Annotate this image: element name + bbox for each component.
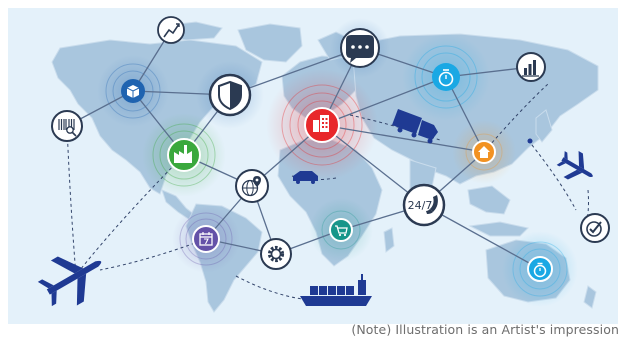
japan bbox=[535, 109, 553, 143]
new-zealand bbox=[583, 285, 597, 309]
airplane-icon-small bbox=[556, 151, 593, 180]
airplane-icon bbox=[37, 256, 102, 307]
truck-icon bbox=[392, 109, 438, 144]
car-icon bbox=[293, 171, 318, 184]
gear-icon bbox=[260, 238, 292, 270]
trend-chart-icon bbox=[157, 16, 185, 44]
checkmark-icon bbox=[580, 213, 610, 243]
chat-bubble-icon bbox=[340, 28, 380, 68]
support-phone-icon: 24/7 bbox=[402, 183, 446, 227]
support-label: 24/7 bbox=[408, 199, 433, 212]
route-endpoint-dot bbox=[527, 138, 533, 144]
package-icon bbox=[121, 79, 145, 103]
stopwatch-icon bbox=[432, 63, 460, 91]
stopwatch-icon-australia bbox=[527, 256, 553, 282]
greenland bbox=[237, 23, 303, 63]
home-icon bbox=[472, 140, 496, 164]
globe-location-icon bbox=[235, 169, 269, 203]
madagascar bbox=[383, 227, 395, 253]
southeast-asia bbox=[467, 185, 511, 215]
indonesia bbox=[468, 221, 530, 237]
factory-icon bbox=[167, 138, 201, 172]
ripple-rings bbox=[105, 45, 568, 297]
disclaimer-caption: (Note) Illustration is an Artist's impre… bbox=[351, 322, 619, 337]
bar-chart-icon bbox=[516, 52, 546, 82]
cargo-ship-icon bbox=[300, 274, 372, 306]
barcode-search-icon bbox=[51, 110, 83, 142]
shopping-cart-icon bbox=[329, 218, 353, 242]
building-icon bbox=[304, 107, 340, 143]
shield-icon bbox=[208, 73, 252, 117]
calendar-icon bbox=[192, 225, 220, 253]
